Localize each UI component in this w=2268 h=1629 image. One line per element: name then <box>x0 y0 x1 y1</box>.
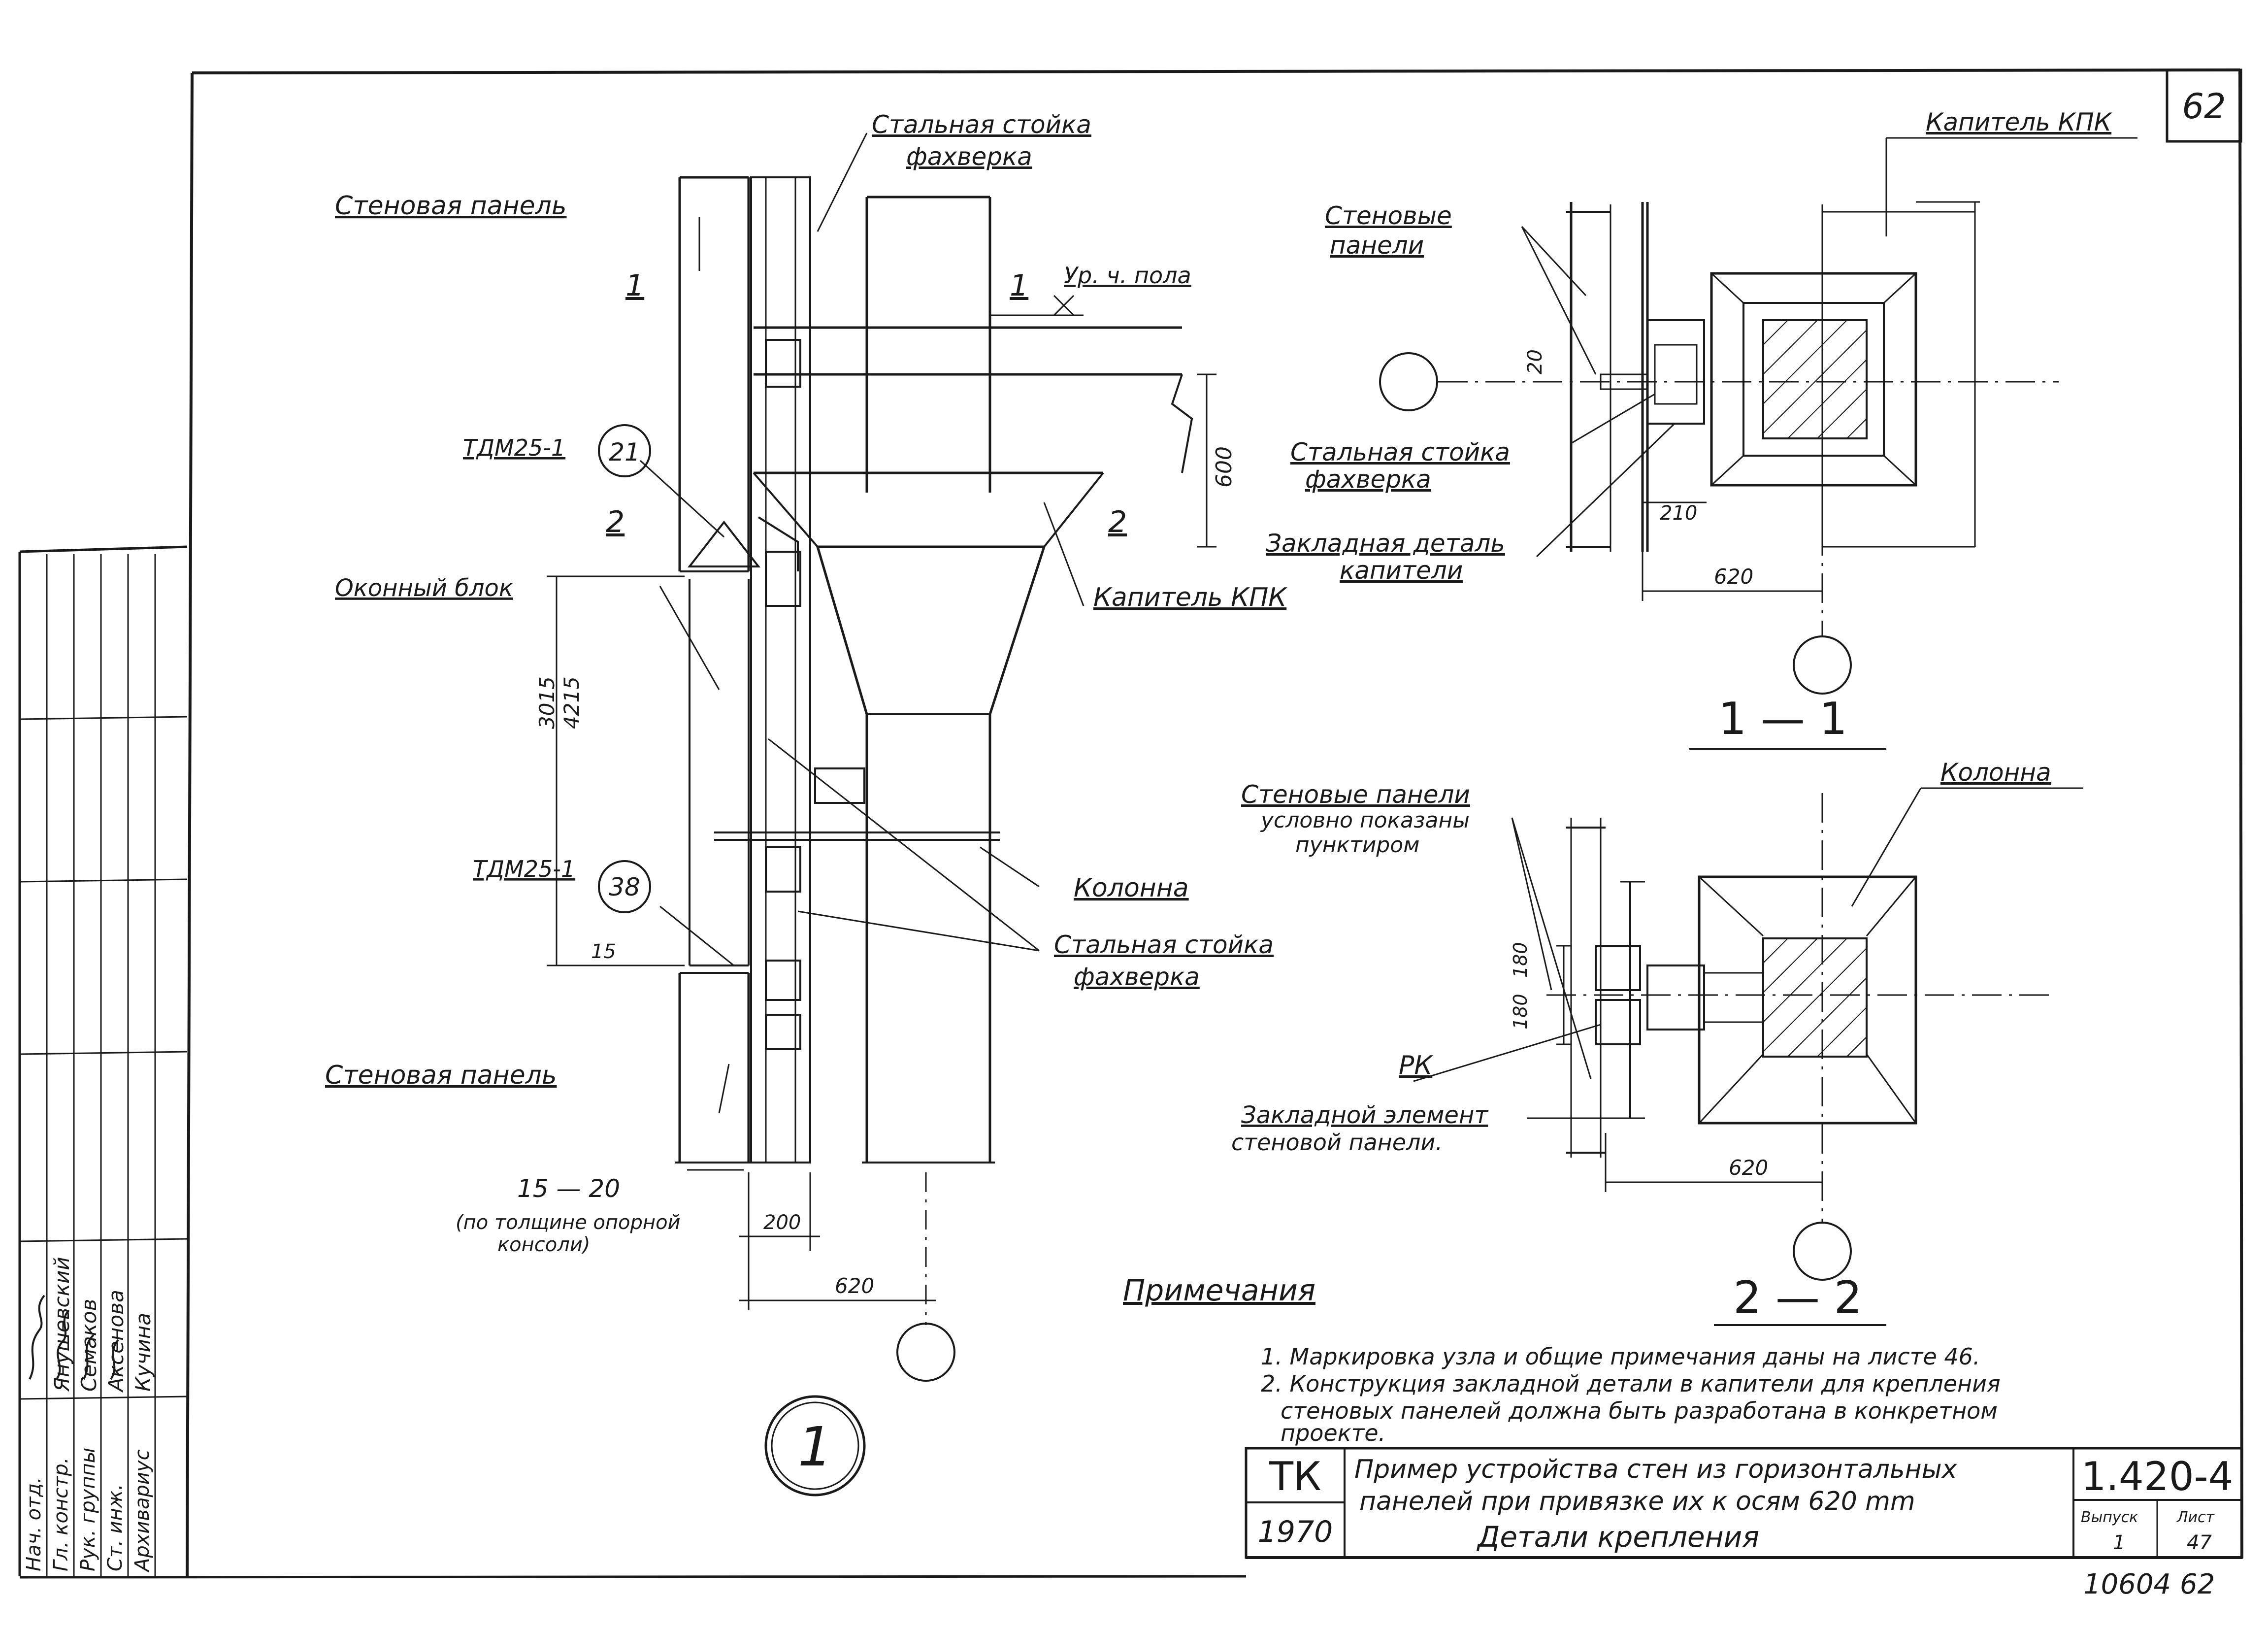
sheet-value: 47 <box>2187 1531 2212 1554</box>
section-1-1 <box>1379 137 2137 750</box>
notes-heading: Примечания <box>1123 1273 1315 1308</box>
section-2-2 <box>1413 787 2083 1326</box>
steel-post-label-mid-2: фахверка <box>1074 963 1200 991</box>
steel-post-label-top-2: фахверка <box>906 142 1032 171</box>
signature-scribble-2 <box>56 1309 70 1380</box>
dim-3015: 3015 <box>535 676 559 729</box>
sec22-embedded-1: Закладной элемент <box>1241 1101 1489 1129</box>
sec11-embedded-1: Закладная деталь <box>1266 529 1505 558</box>
section-2-mark-right: 2 <box>1108 505 1127 539</box>
tdm-ref-a: 21 <box>609 438 640 466</box>
sheet-number: 62 <box>2182 86 2226 127</box>
stamp-role-5: Архивариус <box>131 1449 154 1573</box>
title-year: 1970 <box>1258 1515 1333 1549</box>
dim-15: 15 <box>591 940 616 963</box>
title-line-2: панелей при привязке их к осям 620 mm <box>1359 1487 1915 1516</box>
sec11-steel-post-2: фахверка <box>1305 465 1431 494</box>
title-code: 1.420-4 <box>2081 1454 2234 1499</box>
note-1: 1. Маркировка узла и общие примечания да… <box>1261 1343 1980 1370</box>
node-1-circle <box>764 1395 866 1496</box>
capital-label: Капитель КПК <box>1093 583 1287 612</box>
sec22-dim-180a: 180 <box>1510 942 1531 978</box>
tdm-label-a: ТДМ25-1 <box>463 434 565 461</box>
note-2-line1: 2. Конструкция закладной детали в капите… <box>1261 1370 2001 1397</box>
sec11-capital-label: Капитель КПК <box>1926 108 2113 136</box>
dim-600: 600 <box>1212 446 1237 488</box>
wall-panel-label-top: Стеновая панель <box>335 191 566 221</box>
sheet-number-box <box>2166 68 2242 143</box>
stamp-name-1: Янушевский <box>50 1257 74 1392</box>
stamp-name-4: Кучина <box>131 1313 155 1392</box>
dim-200: 200 <box>763 1211 801 1234</box>
issue-label: Выпуск <box>2081 1509 2138 1526</box>
title-block <box>1245 1447 2243 1559</box>
signature-scribble-4 <box>110 1339 119 1380</box>
section-1-mark-left: 1 <box>625 268 644 303</box>
title-line-1: Пример устройства стен из горизонтальных <box>1354 1455 1958 1484</box>
side-stamp: Нач. отд. Гл. констр. Рук. группы Ст. ин… <box>18 545 188 1576</box>
wall-panel-label-bottom: Стеновая панель <box>325 1061 557 1090</box>
node-ref-21 <box>598 424 651 477</box>
sec11-dim-210: 210 <box>1660 502 1697 525</box>
concrete-hatch <box>1763 320 1867 439</box>
dim-15-20: 15 — 20 <box>517 1174 620 1203</box>
steel-post-label-top: Стальная стойка <box>872 110 1091 139</box>
sec22-dim-180b: 180 <box>1510 994 1531 1030</box>
sec11-title: 1 — 1 <box>1718 693 1847 745</box>
title-org: ТК <box>1269 1454 1321 1499</box>
sec22-panels-3: пунктиром <box>1295 832 1419 858</box>
sec11-panels-label-1: Стеновые <box>1325 201 1452 230</box>
sec22-rk-label: РК <box>1399 1051 1433 1080</box>
sec22-column-label: Колонна <box>1940 758 2051 787</box>
section-1-mark-right: 1 <box>1010 268 1028 303</box>
node-number: 1 <box>798 1415 832 1478</box>
stamp-role-2: Гл. констр. <box>50 1458 72 1571</box>
stamp-role-4: Ст. инж. <box>104 1484 127 1571</box>
stamp-role-3: Рук. группы <box>77 1448 99 1571</box>
signature-scribble-1 <box>29 1295 45 1380</box>
sheet-label: Лист <box>2176 1509 2215 1526</box>
tdm-label-b: ТДМ25-1 <box>473 856 575 882</box>
floor-level-label: Ур. ч. пола <box>1064 262 1191 289</box>
sec22-panels-1: Стеновые панели <box>1241 780 1470 809</box>
section-2-mark-left: 2 <box>606 505 625 539</box>
note-2-line2: стеновых панелей должна быть разработана… <box>1281 1397 1998 1424</box>
inventory-number: 10604 62 <box>2083 1568 2215 1600</box>
column-label: Колонна <box>1074 873 1189 903</box>
steel-post-label-mid: Стальная стойка <box>1054 931 1274 959</box>
sec11-dim-20: 20 <box>1524 349 1546 374</box>
detail-1 <box>547 133 1216 1496</box>
dim-note-line1: (по толщине опорной <box>456 1211 681 1234</box>
sec22-dim-620: 620 <box>1729 1156 1768 1180</box>
tdm-ref-b: 38 <box>609 873 640 901</box>
sec11-steel-post-1: Стальная стойка <box>1290 438 1510 466</box>
sec22-title: 2 — 2 <box>1733 1272 1862 1324</box>
title-line-3: Детали крепления <box>1476 1520 1759 1554</box>
stamp-role-1: Нач. отд. <box>23 1477 45 1571</box>
signature-scribble-3 <box>83 1334 95 1380</box>
concrete-hatch-2 <box>1763 938 1867 1057</box>
sec11-panels-label-2: панели <box>1330 231 1424 260</box>
sec11-embedded-2: капители <box>1340 556 1463 585</box>
window-block-label: Оконный блок <box>335 574 513 602</box>
issue-value: 1 <box>2113 1531 2125 1554</box>
dim-620-detail1: 620 <box>835 1274 874 1298</box>
sec22-embedded-2: стеновой панели. <box>1231 1129 1443 1156</box>
sec11-dim-620: 620 <box>1714 565 1753 589</box>
dim-note-line2: консоли) <box>497 1233 590 1256</box>
dim-4215: 4215 <box>559 676 584 729</box>
stamp-name-2: Семаков <box>77 1299 101 1392</box>
node-ref-38 <box>598 860 651 913</box>
note-2-line3: проекте. <box>1281 1420 1385 1446</box>
sec22-panels-2: условно показаны <box>1260 808 1470 833</box>
